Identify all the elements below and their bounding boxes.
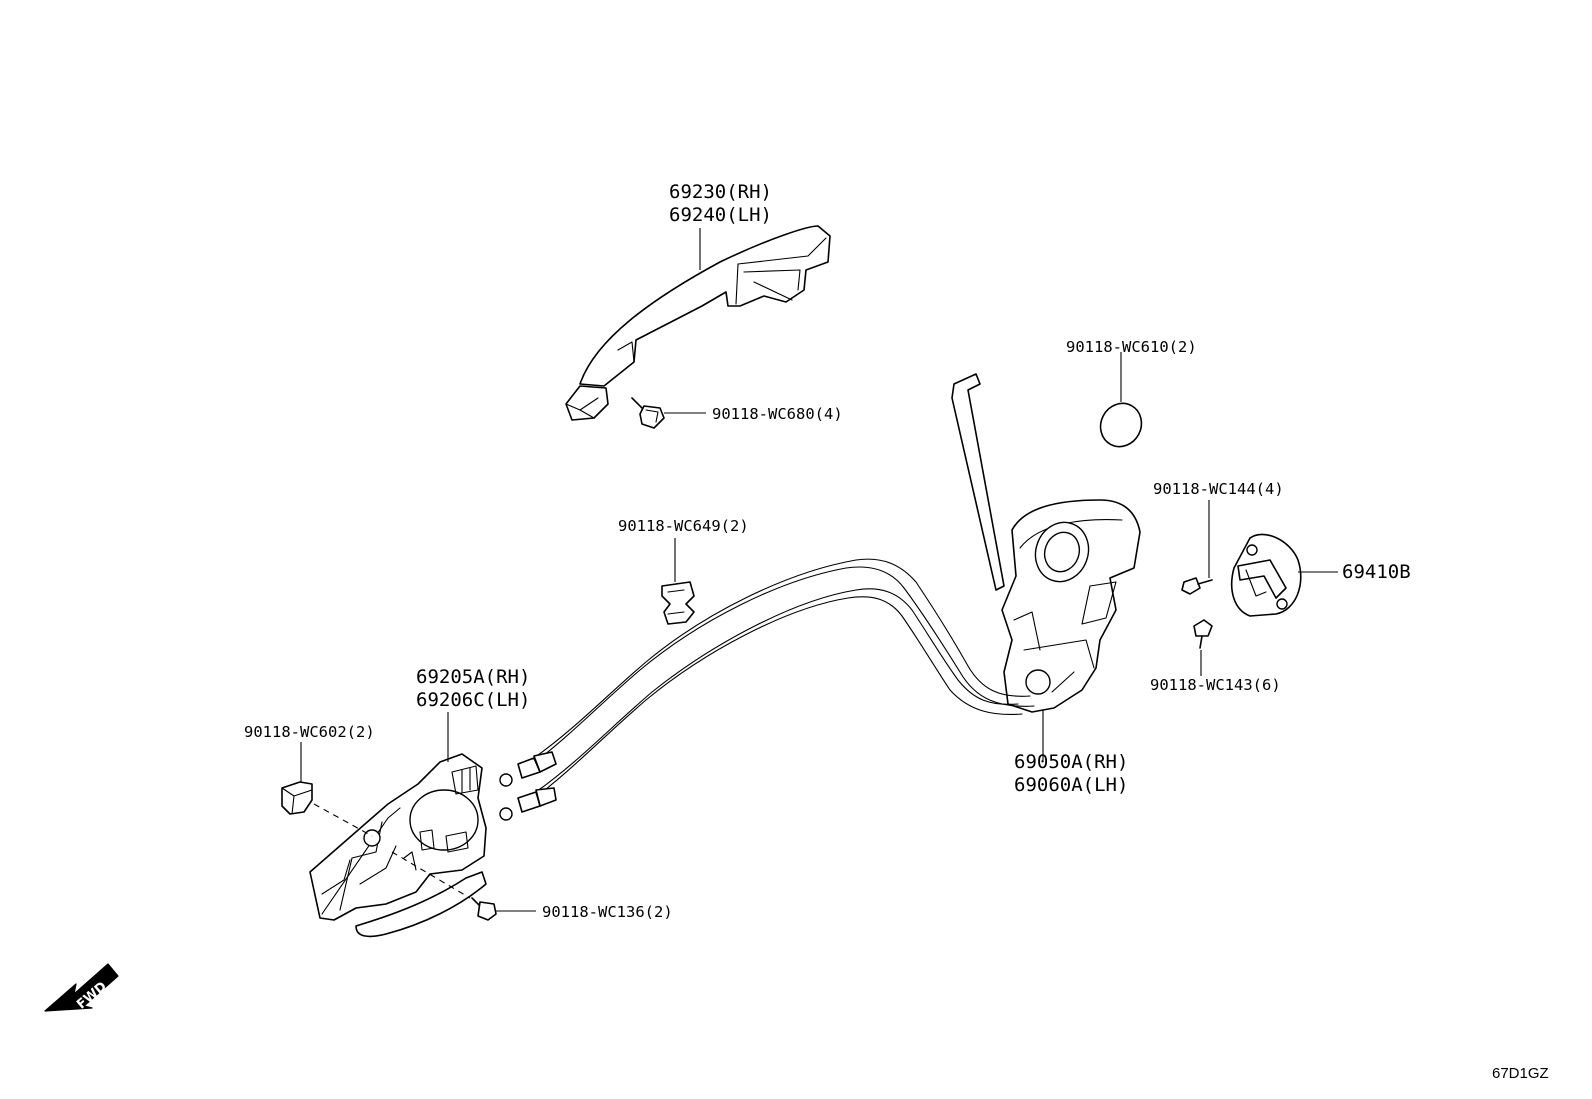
screw-wc143[interactable] [1193, 619, 1213, 649]
inner-door-handle[interactable] [309, 753, 487, 938]
label-outer-handle-rh: 69230(RH) [669, 181, 772, 203]
label-screw-wc680: 90118-WC680(4) [712, 405, 843, 423]
clip-wc602[interactable] [281, 781, 313, 815]
label-lock-rh: 69050A(RH) [1014, 751, 1128, 773]
outer-door-handle[interactable] [565, 225, 831, 421]
screw-wc136[interactable] [471, 897, 497, 921]
diagram-code: 67D1GZ [1492, 1065, 1549, 1082]
label-cap-wc610: 90118-WC610(2) [1066, 338, 1197, 356]
striker-69410b[interactable] [1230, 533, 1302, 617]
label-screw-wc143: 90118-WC143(6) [1150, 676, 1281, 694]
label-inner-handle-lh: 69206C(LH) [416, 689, 530, 711]
label-clip-wc649: 90118-WC649(2) [618, 517, 749, 535]
label-screw-wc136: 90118-WC136(2) [542, 903, 673, 921]
screw-wc680[interactable] [631, 397, 665, 429]
door-lock-actuator[interactable] [951, 373, 1141, 713]
lock-cables [499, 558, 1035, 821]
label-lock-lh: 69060A(LH) [1014, 774, 1128, 796]
cap-wc610[interactable] [1093, 396, 1149, 454]
label-inner-handle-rh: 69205A(RH) [416, 666, 530, 688]
screw-wc144[interactable] [1181, 577, 1213, 595]
clip-wc649[interactable] [661, 581, 695, 625]
label-striker: 69410B [1342, 561, 1411, 583]
label-outer-handle-lh: 69240(LH) [669, 204, 772, 226]
label-clip-wc602: 90118-WC602(2) [244, 723, 375, 741]
label-screw-wc144: 90118-WC144(4) [1153, 480, 1284, 498]
forward-direction-arrow: FWD [44, 963, 119, 1012]
